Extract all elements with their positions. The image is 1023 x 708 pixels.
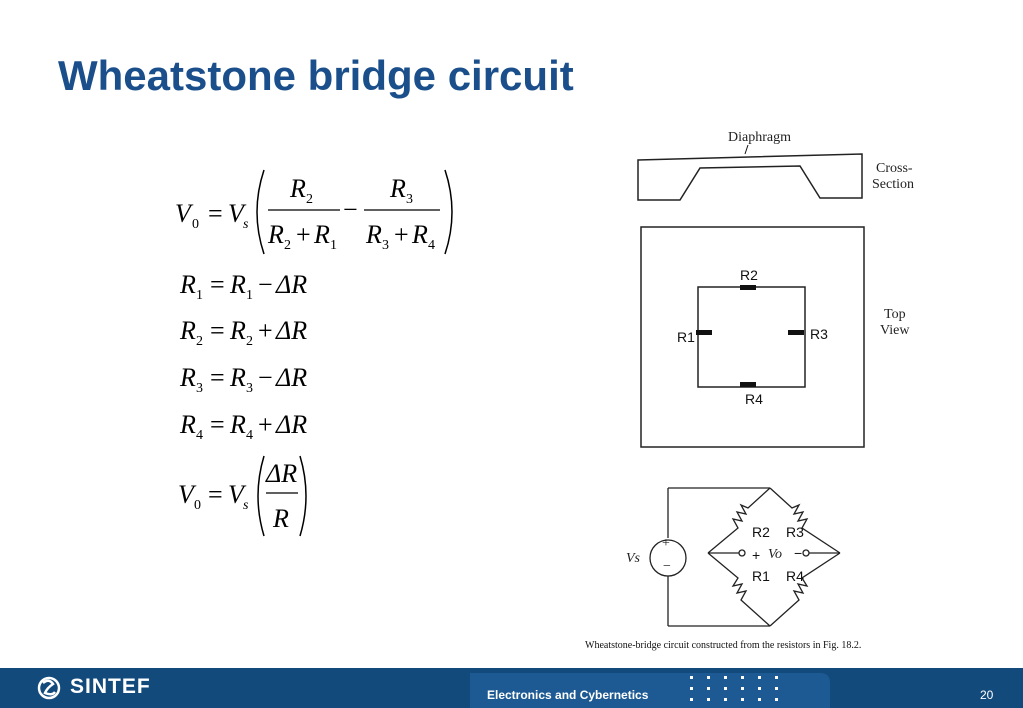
vs-plus: + (662, 536, 670, 551)
eq-r2: R 2 = R 2 + ΔR (179, 316, 307, 349)
r4-marker (740, 382, 756, 387)
top-view-figure: R2 R4 R1 R3 Top View (640, 226, 910, 448)
svg-text:−: − (258, 270, 273, 299)
svg-text:+: + (258, 316, 273, 345)
svg-text:3: 3 (196, 381, 203, 396)
r2-marker (740, 285, 756, 290)
svg-text:=: = (210, 410, 225, 439)
bridge-circuit-figure (649, 487, 841, 627)
r3-marker (788, 330, 804, 335)
footer-bar (0, 668, 1023, 708)
vo-minus: − (794, 545, 802, 561)
svg-text:R: R (267, 220, 284, 249)
svg-text:2: 2 (246, 334, 253, 349)
top-r1-label: R1 (677, 329, 695, 345)
svg-text:1: 1 (196, 288, 203, 303)
footer-graphics (0, 668, 1023, 708)
svg-text:4: 4 (428, 238, 435, 253)
svg-text:1: 1 (246, 288, 253, 303)
svg-text:=: = (208, 480, 223, 509)
svg-text:=: = (210, 316, 225, 345)
svg-text:R: R (179, 270, 196, 299)
main-equation: V 0 = V s R 2 R 2 + R 1 − R 3 R 3 + R 4 (175, 169, 453, 255)
svg-text:=: = (208, 199, 223, 228)
figure-caption: Wheatstone-bridge circuit constructed fr… (585, 640, 862, 651)
diaphragm-label: Diaphragm (728, 130, 791, 145)
delta-equations: R 1 = R 1 − ΔR R 2 = R 2 + ΔR R 3 = R 3 … (179, 270, 307, 443)
svg-text:=: = (210, 270, 225, 299)
bridge-circuit-labels: + − Vs R2 R3 R1 R4 + Vo − (626, 524, 804, 584)
svg-text:4: 4 (196, 428, 203, 443)
eq-main-rhs: V (228, 199, 247, 228)
svg-text:R: R (313, 220, 330, 249)
svg-text:+: + (258, 410, 273, 439)
svg-text:ΔR: ΔR (275, 410, 307, 439)
cross-section-figure: Diaphragm Cross- Section (637, 130, 914, 201)
cross-label-1: Cross- (876, 161, 913, 176)
r1-marker (696, 330, 712, 335)
svg-text:+: + (296, 220, 311, 249)
bridge-r3-label: R3 (786, 524, 804, 540)
bridge-r4-label: R4 (786, 568, 804, 584)
svg-text:R: R (229, 316, 246, 345)
decorative-dots (690, 676, 778, 701)
eq-main-lhs: V (175, 199, 194, 228)
vs-minus: − (663, 559, 671, 574)
svg-text:R: R (179, 410, 196, 439)
svg-text:R: R (179, 316, 196, 345)
svg-text:+: + (394, 220, 409, 249)
page-number: 20 (980, 688, 994, 702)
svg-text:=: = (210, 363, 225, 392)
svg-text:R: R (229, 363, 246, 392)
top-label-1: Top (884, 307, 906, 322)
top-label-2: View (880, 323, 910, 338)
logo-text: SINTEF (70, 675, 151, 698)
svg-text:2: 2 (196, 334, 203, 349)
svg-text:4: 4 (246, 428, 253, 443)
svg-text:0: 0 (194, 498, 201, 513)
svg-text:R: R (389, 174, 406, 203)
svg-text:R: R (272, 504, 289, 533)
vo-label: Vo (768, 547, 782, 562)
svg-text:3: 3 (246, 381, 253, 396)
bridge-r1-label: R1 (752, 568, 770, 584)
footer-department: Electronics and Cybernetics (487, 688, 649, 702)
vo-plus: + (752, 547, 760, 563)
eq-main-lhs-sub: 0 (192, 217, 199, 232)
eq-r4: R 4 = R 4 + ΔR (179, 410, 307, 443)
svg-text:R: R (229, 270, 246, 299)
top-r3-label: R3 (810, 326, 828, 342)
svg-text:ΔR: ΔR (275, 270, 307, 299)
logo-icon (37, 676, 61, 700)
bridge-r2-label: R2 (752, 524, 770, 540)
svg-text:R: R (179, 363, 196, 392)
svg-text:R: R (289, 174, 306, 203)
svg-text:R: R (411, 220, 428, 249)
svg-text:R: R (365, 220, 382, 249)
svg-text:R: R (229, 410, 246, 439)
svg-text:3: 3 (406, 192, 413, 207)
slide-title: Wheatstone bridge circuit (58, 52, 574, 99)
svg-text:2: 2 (306, 192, 313, 207)
final-equation: V 0 = V s ΔR R (178, 455, 307, 537)
eq-main-rhs-sub: s (243, 217, 249, 232)
svg-text:ΔR: ΔR (275, 363, 307, 392)
svg-text:−: − (343, 195, 358, 224)
top-r4-label: R4 (745, 391, 763, 407)
top-r2-label: R2 (740, 267, 758, 283)
svg-text:ΔR: ΔR (265, 459, 297, 488)
eq-r1: R 1 = R 1 − ΔR (179, 270, 307, 303)
cross-label-2: Section (872, 177, 914, 192)
eq-r3: R 3 = R 3 − ΔR (179, 363, 307, 396)
svg-text:−: − (258, 363, 273, 392)
vs-label: Vs (626, 551, 641, 566)
svg-text:V: V (178, 480, 197, 509)
svg-text:s: s (243, 498, 249, 513)
svg-text:1: 1 (330, 238, 337, 253)
svg-text:V: V (228, 480, 247, 509)
svg-text:3: 3 (382, 238, 389, 253)
svg-text:ΔR: ΔR (275, 316, 307, 345)
svg-text:2: 2 (284, 238, 291, 253)
